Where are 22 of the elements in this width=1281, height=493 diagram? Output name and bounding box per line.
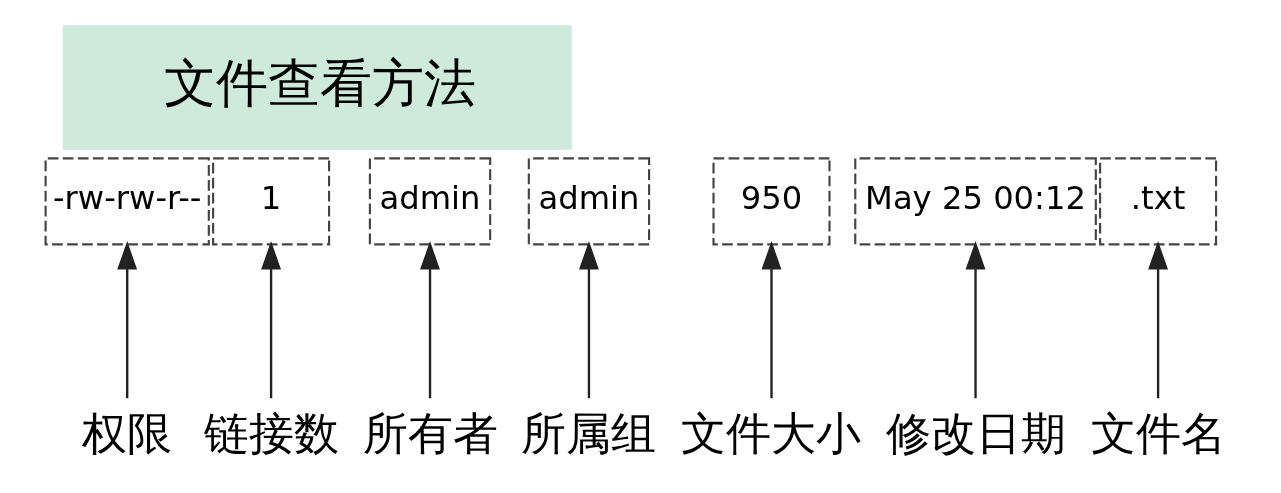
node-text: 文件名 <box>1090 407 1226 461</box>
arrow <box>761 241 782 399</box>
node-text: 所属组 <box>521 407 657 461</box>
node-text: 链接数 <box>203 407 339 461</box>
node-box: .txt <box>1099 157 1218 246</box>
arrow <box>117 241 138 399</box>
node-box: May 25 00:12 <box>854 157 1097 246</box>
arrow <box>420 241 440 399</box>
arrow <box>965 241 986 399</box>
arrow <box>1148 241 1169 399</box>
node-box: admin <box>368 157 492 246</box>
arrow <box>261 241 282 399</box>
node-text: 修改日期 <box>885 407 1066 461</box>
node-box: 950 <box>712 157 831 246</box>
node-text: 所有者 <box>362 407 498 461</box>
node-box: 1 <box>212 157 331 246</box>
diagram-title: 文件查看方法 <box>163 52 476 113</box>
node-text: 权限 <box>82 407 173 461</box>
node-box: admin <box>527 157 651 246</box>
arrow <box>579 241 599 399</box>
node-text: 文件大小 <box>681 407 862 461</box>
node-box: -rw-rw-r-- <box>44 157 210 246</box>
